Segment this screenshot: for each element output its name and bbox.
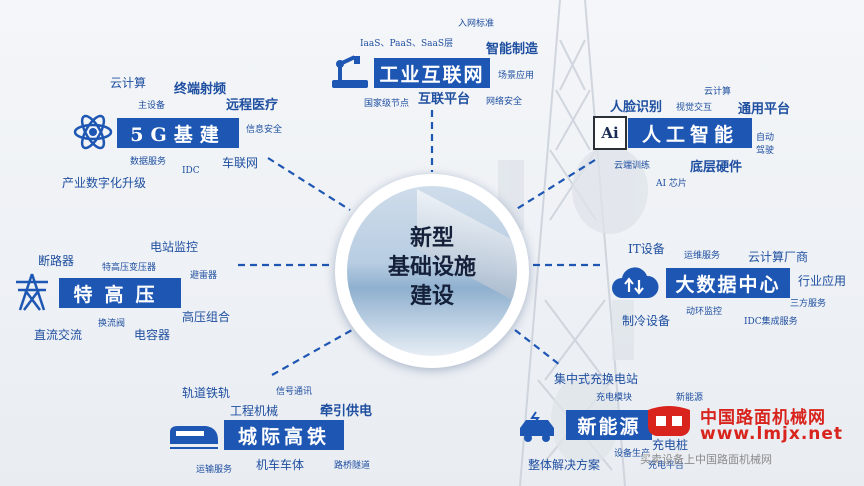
uhv-tag: 直流交流 [34,328,83,342]
uhv-tag: 电站监控 [150,240,199,254]
lmjx-logo-icon [648,406,690,436]
rail-tag: 轨道铁轨 [182,386,231,400]
industrial-tag: IaaS、PaaS、SaaS层 [360,39,454,49]
rail-tag: 信号通讯 [276,387,313,397]
big-data-tag: 制冷设备 [622,314,671,328]
uhv-tag: 特高压变压器 [102,263,157,273]
center-circle: 新型 基础设施 建设 [335,174,529,368]
transmission-tower-icon [16,273,48,311]
5g-tag: 终端射频 [174,82,227,97]
high-speed-train-icon [170,426,218,449]
uhv-tag: 避雷器 [190,271,218,281]
5g-tag: 数据服务 [130,157,167,167]
industrial-internet-box: 工业互联网 [374,58,490,88]
atom-icon [73,114,113,150]
ai-tag: 人脸识别 [610,100,663,115]
cloud-icon [612,267,659,298]
new-energy-tag: 集中式充换电站 [554,372,639,386]
ai-tag: 视觉交互 [676,103,713,113]
5g-tag: 主设备 [138,101,166,111]
uhv-tag: 换流阀 [98,319,126,329]
big-data-tag: 云计算厂商 [748,250,809,264]
5g-box: 5G基建 [117,118,239,148]
ai-tag: 云端训练 [614,161,651,171]
new-energy-tag: 新能源 [676,393,704,403]
industrial-tag: 入网标准 [458,19,495,29]
watermark-slogan: 买卖设备上中国路面机械网 [640,453,772,466]
industrial-tag: 国家级节点 [364,99,410,109]
5g-tag: 云计算 [110,76,147,90]
big-data-tag: 行业应用 [798,274,847,288]
big-data-box: 大数据中心 [666,268,790,298]
center-image: 新型 基础设施 建设 [347,186,517,356]
new-energy-tag: 充电平台 [648,461,685,471]
industrial-tag: 场景应用 [498,71,535,81]
ai-tag: 驾驶 [756,146,775,156]
uhv-box: 特高压 [59,278,181,308]
5g-tag: 信息安全 [246,125,283,135]
5g-tag: 车联网 [222,156,259,170]
industrial-tag: 网络安全 [486,97,523,107]
uhv-tag: 电容器 [134,328,171,342]
industrial-tag: 智能制造 [486,42,539,57]
ai-tag: 云计算 [704,87,732,97]
industrial-tag: 互联平台 [418,92,471,107]
ai-icon: Ai [593,116,627,150]
new-energy-box: 新能源 [566,410,652,440]
rail-tag: 机车车体 [256,458,305,472]
5g-tag: 产业数字化升级 [62,176,147,190]
big-data-tag: 三方服务 [790,299,827,309]
electric-car-icon [520,411,554,442]
rail-tag: 牵引供电 [320,404,373,419]
big-data-tag: 运维服务 [684,251,721,261]
rail-tag: 运输服务 [196,465,233,475]
watermark-url: www.lmjx.net [700,424,844,444]
rail-box: 城际高铁 [224,420,344,450]
new-energy-tag: 整体解决方案 [528,458,601,472]
ai-tag: 底层硬件 [690,160,743,175]
rail-tag: 工程机械 [230,404,279,418]
new-energy-tag: 充电模块 [596,393,633,403]
new-energy-tag: 设备生产 [614,449,651,459]
ai-tag: 自动 [756,133,775,143]
5g-tag: 远程医疗 [226,98,279,113]
robot-arm-icon [332,55,368,88]
uhv-tag: 断路器 [38,254,75,268]
big-data-tag: IT设备 [628,242,665,256]
ai-box: 人工智能 [628,118,752,148]
watermark-site-name: 中国路面机械网 [700,408,826,428]
uhv-tag: 高压组合 [182,310,231,324]
new-energy-tag: 充电桩 [652,438,689,452]
rail-tag: 路桥隧道 [334,461,371,471]
big-data-tag: IDC集成服务 [744,317,798,327]
big-data-tag: 动环监控 [686,307,723,317]
ai-tag: 通用平台 [738,102,791,117]
5g-tag: IDC [182,166,200,176]
ai-tag: AI 芯片 [656,179,687,189]
center-title: 新型 基础设施 建设 [387,225,476,309]
